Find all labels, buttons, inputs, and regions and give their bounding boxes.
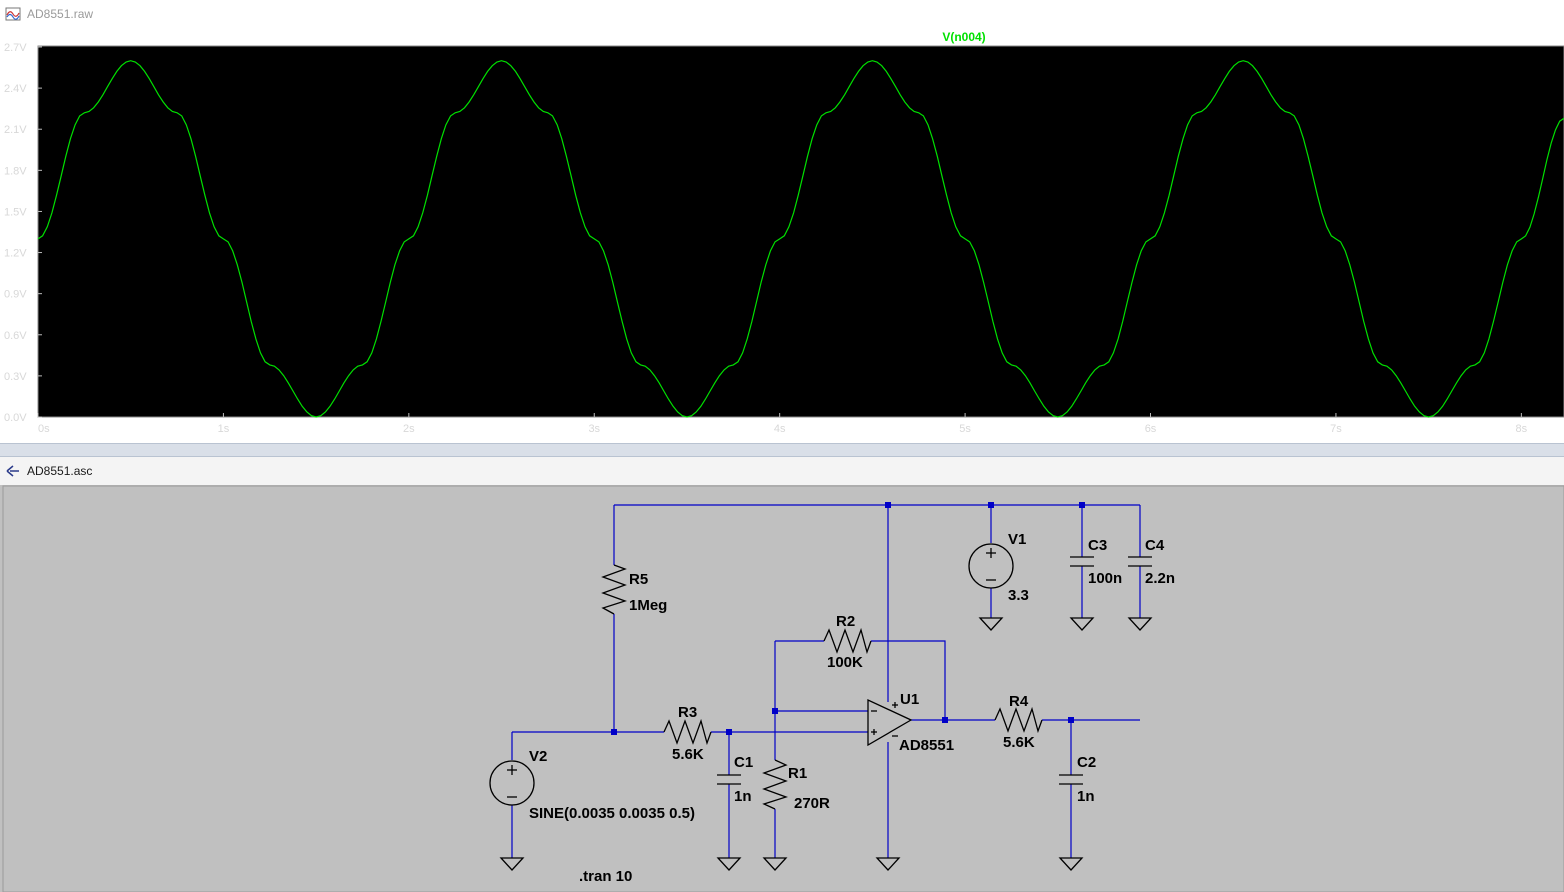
y-tick-label: 1.2V [4,248,27,260]
schematic-canvas[interactable]: R5 1Meg V1 3.3 C3 100n C4 2.2n R2 100K U… [0,485,1564,892]
schematic-window-title: AD8551.asc [27,464,93,478]
x-tick-label: 2s [403,423,415,435]
c1-capacitor [717,774,741,785]
r4-resistor [994,706,1043,734]
r2-value[interactable]: 100K [827,654,863,671]
plot-window-title: AD8551.raw [27,7,94,21]
v1-value[interactable]: 3.3 [1008,587,1029,604]
r3-name[interactable]: R3 [678,704,697,721]
c4-value[interactable]: 2.2n [1145,570,1175,587]
c2-name[interactable]: C2 [1077,754,1096,771]
x-axis: 0s 1s 2s 3s 4s 5s 6s 7s 8s [37,413,1528,435]
y-tick-label: 0.0V [4,412,27,424]
y-tick-label: 1.8V [4,165,27,177]
c3-name[interactable]: C3 [1088,537,1107,554]
r4-value[interactable]: 5.6K [1003,734,1035,751]
c3-value[interactable]: 100n [1088,570,1122,587]
schematic-pane[interactable]: R5 1Meg V1 3.3 C3 100n C4 2.2n R2 100K U… [0,485,1564,892]
y-tick-label: 0.3V [4,371,27,383]
trace-label[interactable]: V(n004) [942,30,985,44]
u1-opamp [867,698,913,747]
r1-name[interactable]: R1 [788,765,807,782]
c1-value[interactable]: 1n [734,788,752,805]
y-axis: 0.0V 0.3V 0.6V 0.9V 1.2V 1.5V 1.8V 2.1V 2.4V 2.7V [4,42,42,424]
waveform-plot-pane[interactable]: 0s 1s 2s 3s 4s 5s 6s 7s 8s 0.0V 0.3V 0.6V 0.9V 1.2V 1… [0,28,1564,443]
component-symbols[interactable] [489,543,1153,871]
wires[interactable] [511,504,1141,858]
v1-name[interactable]: V1 [1008,531,1026,548]
y-tick-label: 1.5V [4,206,27,218]
v2-name[interactable]: V2 [529,748,547,765]
plot-area[interactable] [38,46,1564,417]
x-tick-label: 5s [959,423,971,435]
x-tick-label: 6s [1145,423,1157,435]
r1-value[interactable]: 270R [794,795,830,812]
waveform-window-icon [5,7,21,21]
c1-name[interactable]: C1 [734,754,753,771]
v2-value[interactable]: SINE(0.0035 0.0035 0.5) [529,805,695,822]
c2-capacitor [1059,774,1083,785]
schematic-window-icon [6,465,19,477]
x-tick-label: 8s [1516,423,1528,435]
y-tick-label: 2.7V [4,42,27,54]
x-tick-label: 4s [774,423,786,435]
junction-dots [611,502,1085,735]
r3-value[interactable]: 5.6K [672,746,704,763]
x-tick-label: 0s [38,423,50,435]
x-tick-label: 3s [588,423,600,435]
ground-symbols [499,617,1153,871]
v2-source [489,760,535,806]
plot-window-titlebar[interactable]: AD8551.raw [0,0,1564,29]
y-tick-label: 2.1V [4,124,27,136]
c4-capacitor [1128,556,1152,567]
r5-value[interactable]: 1Meg [629,597,667,614]
y-tick-label: 0.9V [4,289,27,301]
r2-resistor [823,627,872,655]
c4-name[interactable]: C4 [1145,537,1165,554]
c2-value[interactable]: 1n [1077,788,1095,805]
pane-splitter[interactable] [0,443,1564,457]
y-tick-label: 0.6V [4,330,27,342]
x-tick-label: 1s [218,423,230,435]
waveform-plot[interactable]: 0s 1s 2s 3s 4s 5s 6s 7s 8s 0.0V 0.3V 0.6V 0.9V 1.2V 1… [0,28,1564,443]
x-tick-label: 7s [1330,423,1342,435]
tran-directive[interactable]: .tran 10 [579,868,632,885]
r5-resistor [601,564,628,615]
r3-resistor [663,718,712,746]
y-tick-label: 2.4V [4,83,27,95]
r2-name[interactable]: R2 [836,613,855,630]
c3-capacitor [1070,556,1094,567]
u1-name[interactable]: U1 [900,691,919,708]
schematic-window-titlebar[interactable]: AD8551.asc [0,457,1564,486]
r5-name[interactable]: R5 [629,571,648,588]
r4-name[interactable]: R4 [1009,693,1029,710]
u1-value[interactable]: AD8551 [899,737,954,754]
v1-source [968,543,1014,589]
trace-v-n004[interactable] [37,60,1564,418]
r1-resistor [762,759,789,810]
